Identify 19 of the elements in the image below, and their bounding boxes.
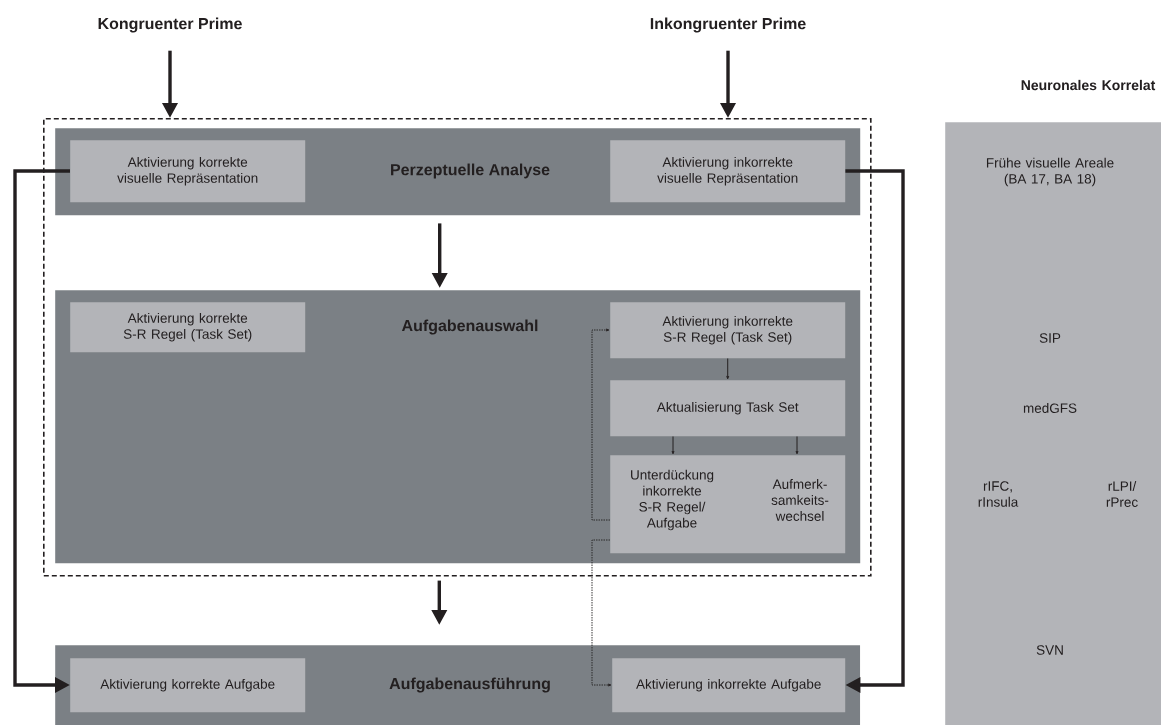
arrow: [726, 357, 730, 380]
heading-text: Kongruenter Prime: [98, 17, 242, 33]
arrow: [795, 435, 799, 455]
node-label: Neuronales Korrelat: [1021, 79, 1156, 91]
process-box: Aktivierung inkorrekte S-R Regel (Task Set): [610, 302, 846, 359]
process-box: Aktivierung inkorrekte visuelle Repräsentation: [610, 140, 846, 203]
process-box: Aktualisierung Task Set: [610, 380, 846, 437]
process-box: Aktivierung inkorrekte Aufgabe: [612, 658, 846, 713]
dotted-arrow: [591, 539, 612, 687]
dashed-frame: [43, 118, 872, 577]
process-box: Aktivierung korrekte Aufgabe: [70, 658, 306, 713]
heading-text: Inkongruenter Prime: [650, 17, 806, 33]
process-box: Aktivierung korrekte visuelle Repräsentation: [70, 140, 306, 203]
arrow: [671, 435, 675, 455]
correlate-panel: Neuronales Korrelat Frühe visuelle Areale (BA 17, BA 18) SIP medGFS rIFC, rInsula rLPI/ rPrec SVN: [945, 79, 1161, 725]
arrow: [845, 169, 905, 694]
process-box: Unterdückung inkorrekte S-R Regel/ Aufgabe Aufmerk- samkeits- wechsel: [610, 455, 846, 554]
dotted-arrow: [591, 328, 611, 521]
process-box: Aktivierung korrekte S-R Regel (Task Set): [70, 302, 306, 353]
